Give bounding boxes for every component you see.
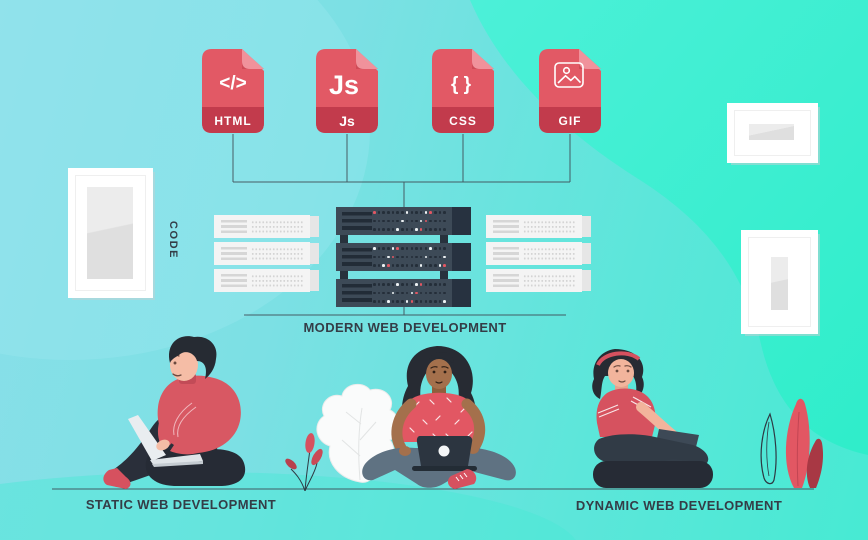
vent-bars bbox=[493, 274, 519, 287]
headband bbox=[596, 351, 641, 367]
woman-right-illustration bbox=[592, 349, 713, 488]
hand bbox=[156, 439, 170, 451]
vent-bars bbox=[221, 247, 247, 260]
html-file-icon: </> HTML bbox=[202, 49, 264, 133]
arm-right bbox=[461, 398, 486, 452]
file-label: HTML bbox=[214, 114, 251, 128]
file-label: Js bbox=[339, 113, 355, 129]
small-red-plant bbox=[285, 433, 323, 491]
led-grid bbox=[373, 211, 446, 231]
fold-corner bbox=[579, 49, 601, 69]
vent-bars bbox=[342, 248, 372, 266]
port-dots bbox=[523, 273, 575, 288]
vent-bars bbox=[493, 220, 519, 233]
face-features bbox=[613, 365, 632, 383]
port-dots bbox=[523, 246, 575, 261]
led-grid bbox=[373, 247, 446, 267]
server-unit bbox=[486, 215, 591, 238]
css-file-icon: { } CSS bbox=[432, 49, 494, 133]
vent-bars bbox=[493, 247, 519, 260]
port-dots bbox=[251, 246, 303, 261]
static-caption: STATIC WEB DEVELOPMENT bbox=[85, 497, 277, 512]
pants bbox=[594, 434, 709, 467]
frame-art bbox=[749, 124, 794, 140]
fold-corner bbox=[242, 49, 264, 69]
vent-bars bbox=[342, 284, 372, 302]
file-label: CSS bbox=[449, 114, 477, 128]
cushion bbox=[593, 461, 713, 488]
frame-art bbox=[87, 187, 133, 279]
server-unit bbox=[336, 243, 471, 271]
man-illustration bbox=[103, 336, 246, 489]
vent-bars bbox=[342, 212, 372, 230]
code-label: CODE bbox=[167, 220, 179, 260]
shoe bbox=[103, 468, 131, 489]
wall-frame-top-right bbox=[727, 103, 818, 163]
light-server-rack-left bbox=[214, 215, 319, 296]
image-icon bbox=[554, 62, 584, 88]
sneaker bbox=[447, 469, 477, 489]
wall-frame-bottom-right bbox=[741, 230, 818, 334]
hair bbox=[169, 336, 217, 379]
face bbox=[426, 359, 452, 389]
server-unit bbox=[214, 242, 319, 265]
server-unit bbox=[214, 215, 319, 238]
light-server-rack-right bbox=[486, 215, 591, 296]
dark-server-rack-center bbox=[336, 207, 471, 315]
vent-bars bbox=[221, 220, 247, 233]
frame-art bbox=[771, 257, 788, 310]
face bbox=[608, 359, 634, 387]
gif-file-icon: GIF bbox=[539, 49, 601, 133]
port-dots bbox=[523, 219, 575, 234]
fold-corner bbox=[472, 49, 494, 69]
face-features bbox=[430, 366, 449, 384]
js-file-icon: Js Js bbox=[316, 49, 378, 133]
woman-middle-illustration bbox=[362, 346, 516, 489]
server-unit bbox=[214, 269, 319, 292]
hair bbox=[401, 346, 477, 444]
wall-frame-left bbox=[68, 168, 153, 298]
face bbox=[170, 349, 198, 381]
fold-corner bbox=[356, 49, 378, 69]
laptop bbox=[128, 415, 203, 467]
braces-glyph: { } bbox=[451, 74, 472, 95]
server-unit bbox=[486, 269, 591, 292]
js-glyph: Js bbox=[329, 70, 359, 100]
port-dots bbox=[251, 219, 303, 234]
server-unit bbox=[486, 242, 591, 265]
laptop bbox=[412, 436, 477, 471]
file-label: GIF bbox=[559, 114, 582, 128]
server-unit bbox=[336, 207, 471, 235]
code-glyph: </> bbox=[219, 73, 246, 94]
server-caption: MODERN WEB DEVELOPMENT bbox=[303, 320, 507, 335]
hand bbox=[399, 446, 411, 456]
arm bbox=[158, 392, 191, 446]
server-unit bbox=[336, 279, 471, 307]
vent-bars bbox=[221, 274, 247, 287]
tall-red-plants bbox=[760, 398, 824, 488]
outline-leaf bbox=[760, 412, 777, 485]
sneaker-laces bbox=[455, 472, 468, 482]
arm-left bbox=[391, 398, 417, 454]
led-grid bbox=[373, 283, 446, 303]
dark-red-leaf bbox=[806, 438, 824, 488]
dynamic-caption: DYNAMIC WEB DEVELOPMENT bbox=[575, 498, 783, 513]
port-dots bbox=[251, 273, 303, 288]
